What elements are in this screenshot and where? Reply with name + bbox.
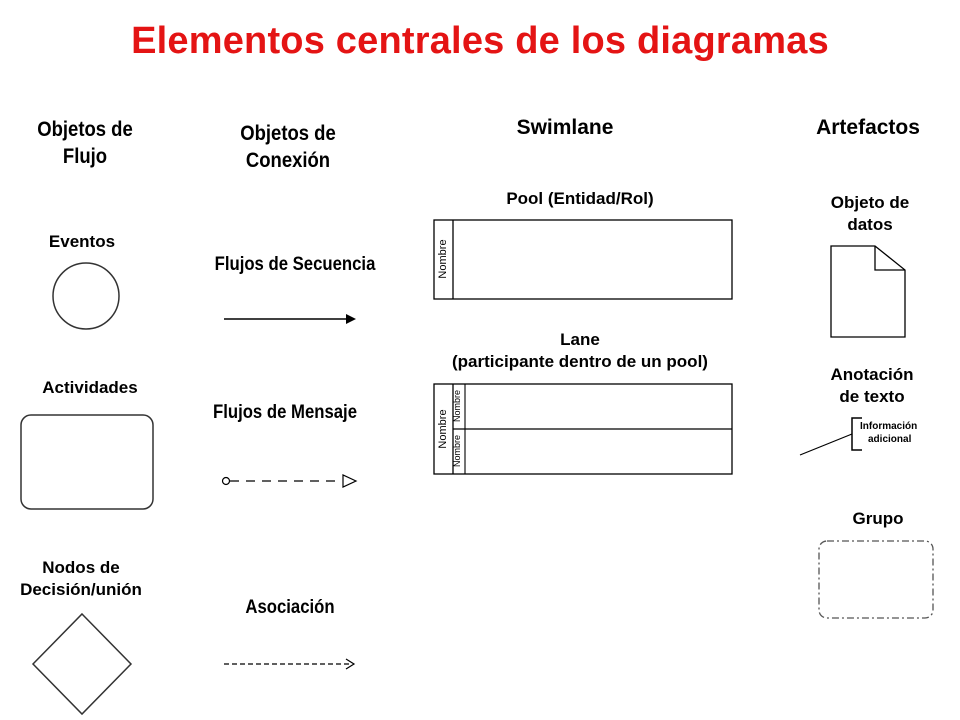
- text-annotation-label: Anotación de texto: [812, 364, 932, 408]
- text-annotation-label-line2: de texto: [839, 387, 905, 406]
- group-shape: [818, 540, 934, 619]
- pool-label: Pool (Entidad/Rol): [506, 189, 654, 208]
- lane-label-line1: Lane: [560, 330, 600, 349]
- artifacts-header: Artefactos: [816, 116, 920, 139]
- gateway-label-line1: Nodos de: [42, 558, 120, 577]
- pool-shape: Nombre: [433, 219, 733, 300]
- association-arrow: [224, 658, 356, 670]
- annotation-text-line2: adicional: [868, 434, 912, 445]
- connection-objects-header: Objetos de Conexión: [226, 120, 349, 174]
- gateway-label-line2: Decisión/unión: [20, 580, 142, 599]
- data-object-shape: [830, 245, 906, 338]
- flow-objects-header-line1: Objetos de: [37, 118, 133, 141]
- group-label: Grupo: [852, 509, 904, 528]
- message-flow-label: Flujos de Mensaje: [212, 402, 358, 423]
- page-title: Elementos centrales de los diagramas: [131, 20, 829, 62]
- gateway-diamond-shape: [31, 612, 133, 716]
- connection-objects-header-line2: Conexión: [245, 149, 331, 172]
- activities-label: Actividades: [42, 378, 138, 397]
- data-object-label-line1: Objeto de: [830, 193, 910, 212]
- lane-pool-shape: Nombre Nombre Nombre: [433, 383, 733, 475]
- lane-label: Lane (participante dentro de un pool): [410, 329, 750, 373]
- data-object-label: Objeto de datos: [810, 192, 930, 236]
- message-flow-arrow: [221, 474, 358, 488]
- sequence-flow-arrow: [224, 314, 356, 324]
- sequence-flow-label: Flujos de Secuencia: [214, 254, 376, 275]
- lane-label-line2: (participante dentro de un pool): [452, 352, 708, 371]
- annotation-text-line1: Información: [860, 421, 917, 432]
- gateway-label: Nodos de Decisión/unión: [8, 557, 154, 601]
- events-label: Eventos: [48, 232, 116, 251]
- flow-objects-header-line2: Flujo: [62, 145, 108, 168]
- lane-1-name-text: Nombre: [452, 390, 462, 422]
- pool-name-text: Nombre: [437, 239, 449, 278]
- text-annotation-label-line1: Anotación: [830, 365, 914, 384]
- swimlane-header: Swimlane: [516, 116, 614, 139]
- data-object-label-line2: datos: [847, 215, 893, 234]
- activity-rounded-rect-shape: [20, 414, 154, 510]
- association-label: Asociación: [245, 597, 335, 618]
- lane-2-name-text: Nombre: [452, 435, 462, 467]
- lane-pool-name-text: Nombre: [437, 409, 449, 448]
- event-circle-shape: [52, 262, 120, 330]
- flow-objects-header: Objetos de Flujo: [23, 116, 146, 170]
- text-annotation-shape: Información adicional: [799, 417, 917, 456]
- connection-objects-header-line1: Objetos de: [240, 122, 336, 145]
